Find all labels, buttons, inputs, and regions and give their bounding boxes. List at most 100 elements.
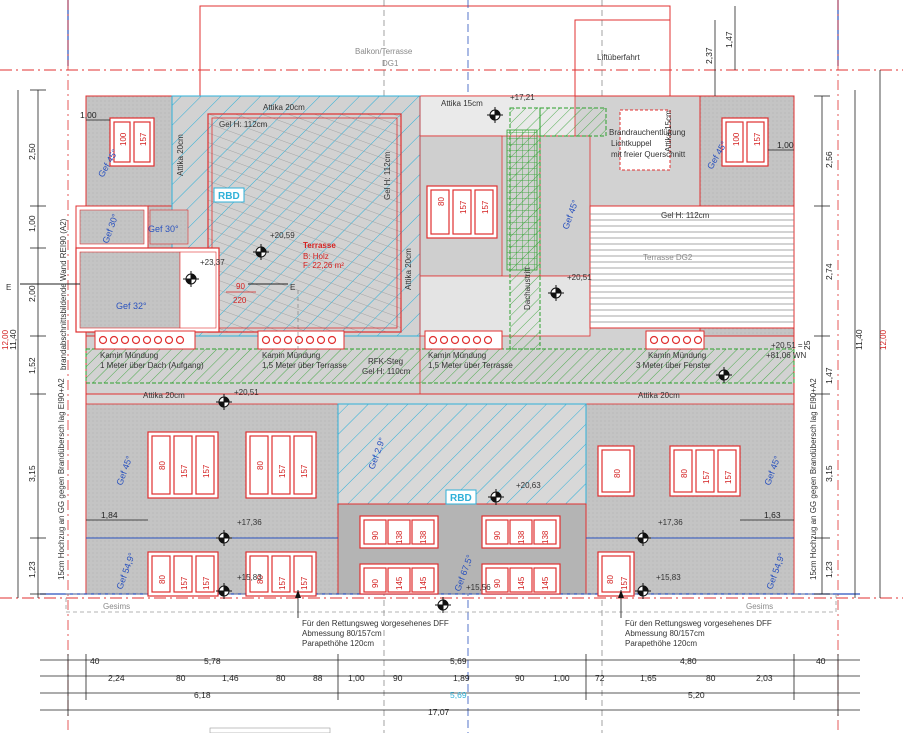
dimension-label: 1,00 xyxy=(777,140,794,150)
dimension-row2: 1,65 xyxy=(640,673,657,683)
dimension-row1: 5,69 xyxy=(450,656,467,666)
window-label: 157 xyxy=(300,576,309,590)
dimension-label: 1,84 xyxy=(101,510,118,520)
attika-vert-label: Attika 20cm xyxy=(404,248,413,290)
level-label: +20,51 = xyxy=(771,341,803,350)
balkon-label: Balkon/Terrasse xyxy=(355,47,413,56)
attika-label: Attika 20cm xyxy=(143,391,185,400)
window-label: 138 xyxy=(419,530,428,544)
section-marker: E xyxy=(6,283,11,292)
dimension-total-width: 17,07 xyxy=(428,707,450,717)
window-label: 100 xyxy=(732,132,741,146)
level-label: +15,56 xyxy=(466,583,491,592)
dimension-row1: 40 xyxy=(816,656,826,666)
kamin-label: 1,5 Meter über Terrasse xyxy=(262,361,347,370)
level-marker-icon xyxy=(487,107,503,123)
level-label: +17,36 xyxy=(658,518,683,527)
section-marker: E xyxy=(290,283,295,292)
dimension-label: 25 xyxy=(802,340,812,350)
window-label: 138 xyxy=(395,530,404,544)
sheet-frame xyxy=(209,727,331,733)
attika-top-label: Attika 20cm xyxy=(263,103,305,112)
window-label: 145 xyxy=(541,576,550,590)
dimension-row2: 90 xyxy=(515,673,525,683)
rfk-label: RFK-Steg xyxy=(368,357,403,366)
attika-vert-label: Attika 20cm xyxy=(176,134,185,176)
window-label: 157 xyxy=(620,576,629,590)
dimension-label: 1,23 xyxy=(27,561,37,578)
window-label: 138 xyxy=(541,530,550,544)
level-label: +17,21 xyxy=(510,93,535,102)
dimension-total: 12,00 xyxy=(879,329,888,350)
dimension-label: 1,00 xyxy=(27,215,37,232)
attika15-vert-label: Attika 15cm xyxy=(664,110,673,152)
dimension-row2: 90 xyxy=(393,673,403,683)
level-marker-icon xyxy=(548,285,564,301)
dimension-row2: 80 xyxy=(706,673,716,683)
level-label: +15,83 xyxy=(237,573,262,582)
gesims-label: Gesims xyxy=(746,602,773,611)
window-label: 145 xyxy=(395,576,404,590)
dimension-row2: 1,46 xyxy=(222,673,239,683)
lift-label: Liftüberfahrt xyxy=(597,53,640,62)
window-labels: 100 157 100 157 80 157 157 80 157 157 80… xyxy=(119,132,762,590)
dimension-row2: 2,24 xyxy=(108,673,125,683)
level-label: +23,37 xyxy=(200,258,225,267)
level-marker-icon xyxy=(216,394,232,410)
kamin-label: Kamin Mündung xyxy=(262,351,320,360)
dimension-row2: 80 xyxy=(176,673,186,683)
level-marker-icon xyxy=(216,583,232,599)
window-label: 80 xyxy=(158,575,167,584)
window-label: 80 xyxy=(158,461,167,470)
window-label: 80 xyxy=(680,469,689,478)
level-wn-label: +81,06 WN xyxy=(766,351,806,360)
level-label: +17,36 xyxy=(237,518,262,527)
kamin-label: 1,5 Meter über Terrasse xyxy=(428,361,513,370)
gel-h-right-label: Gel H: 112cm xyxy=(661,211,710,220)
dimension-row1: 40 xyxy=(90,656,100,666)
dimension-texts: 2,50 1,00 2,00 1,52 3,15 1,23 11,40 12,0… xyxy=(1,31,888,717)
dimension-row2: 2,03 xyxy=(756,673,773,683)
window-label: 157 xyxy=(300,464,309,478)
brandrauch-label: Brandrauchentlüftung xyxy=(609,128,686,137)
dimension-row1: 4,80 xyxy=(680,656,697,666)
kamin-label: Kamin Mündung xyxy=(648,351,706,360)
attika-label: Attika 20cm xyxy=(638,391,680,400)
window-label: 145 xyxy=(419,576,428,590)
window-label: 90 xyxy=(371,531,380,540)
dimension-total: 11,40 xyxy=(8,329,18,350)
window-label: 100 xyxy=(119,132,128,146)
brandwand-label: brandabschnittsbildende Wand REI90 (A2) xyxy=(59,218,68,370)
level-label: +20,63 xyxy=(516,481,541,490)
level-marker-icon xyxy=(435,597,451,613)
terrasse-label: Terrasse xyxy=(303,241,336,250)
dimension-row3: 5,20 xyxy=(688,690,705,700)
level-marker-icon xyxy=(183,271,199,287)
dimension-row2: 1,00 xyxy=(553,673,570,683)
window-label: 145 xyxy=(517,576,526,590)
dimension-label: 1,52 xyxy=(27,357,37,374)
dff-note: Für den Rettungsweg vorgesehenes DFF xyxy=(302,619,449,628)
window-label: 80 xyxy=(256,575,265,584)
dimension-label: 2,37 xyxy=(704,47,714,64)
window-label: 157 xyxy=(481,200,490,214)
window-label: 157 xyxy=(180,464,189,478)
attika15-label: Attika 15cm xyxy=(441,99,483,108)
gesims-label: Gesims xyxy=(103,602,130,611)
window-label: 90 xyxy=(371,579,380,588)
dimension-label: 2,00 xyxy=(27,285,37,302)
kamin-label: 3 Meter über Fenster xyxy=(636,361,711,370)
fenster-height: 220 xyxy=(233,296,247,305)
dimension-label: 2,74 xyxy=(824,263,834,280)
window-label: 80 xyxy=(256,461,265,470)
terrasse-material: B: Holz xyxy=(303,252,329,261)
windows xyxy=(109,117,769,597)
hochzug-right-label: 15cm Hochzug an GG gegen Brandübersch la… xyxy=(809,378,818,580)
window-label: 90 xyxy=(493,531,502,540)
dimension-lines xyxy=(17,6,881,716)
dimension-row1: 5,78 xyxy=(204,656,221,666)
window-label: 157 xyxy=(724,470,733,484)
rbd-label: RBD xyxy=(218,191,240,202)
window-label: 157 xyxy=(278,576,287,590)
kamin-label: 1 Meter über Dach (Aufgang) xyxy=(100,361,204,370)
